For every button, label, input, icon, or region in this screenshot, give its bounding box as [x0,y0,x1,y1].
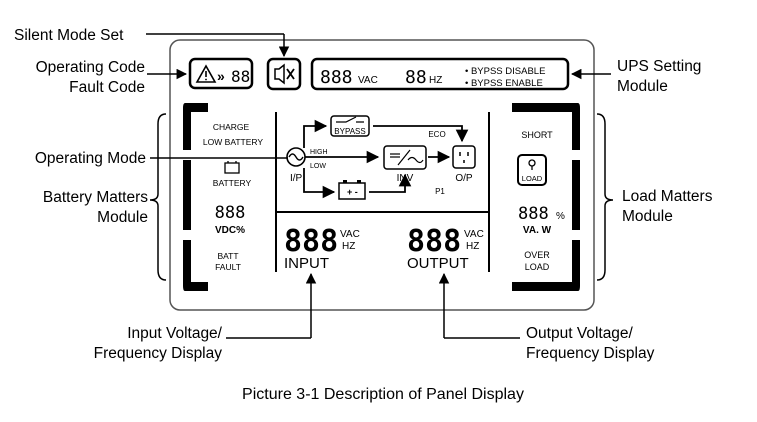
bypass-box-label: BYPASS [334,127,365,136]
output-socket-box [452,145,476,169]
top-frequency-unit: HZ [429,75,442,86]
load-digits: 888 [518,204,549,224]
load-module-brace [596,113,614,281]
input-display-callout-line2: Frequency Display [94,345,223,362]
operating-code-box: » 88 [188,57,254,90]
top-voltage-unit: VAC [358,75,378,86]
output-label: OUTPUT [407,255,469,272]
silent-mode-box [266,57,302,91]
inverter-icon [390,149,424,166]
svg-text:+ -: + - [347,187,358,197]
battery-icon [224,161,240,174]
double-chevron-icon: » [217,68,225,84]
input-vac-unit: VAC [340,229,360,240]
output-display-callout-line1: Output Voltage/ [526,325,634,342]
lcd-panel-frame [169,39,595,311]
battery-label: BATTERY [213,178,252,188]
bypass-switch-box [330,115,370,137]
eco-label: ECO [428,130,445,139]
load-bracket [512,103,580,291]
operating-mode-flow: BYPASS ECO HIGH LOW I/P INV O/P P1 [286,115,476,200]
speaker-mute-icon [274,63,295,85]
operating-code-callout: Operating Code [36,59,145,76]
short-label: SHORT [521,130,553,140]
ac-input-icon [286,147,306,167]
p1-label: P1 [435,187,445,196]
operating-mode-callout: Operating Mode [35,150,146,167]
warning-triangle-icon [195,64,217,83]
load-percent-unit: % [556,211,565,222]
input-port-label: I/P [290,173,303,184]
inverter-box [383,145,427,170]
fault-code-callout: Fault Code [69,79,145,96]
silent-mode-set-callout: Silent Mode Set [14,27,124,44]
ups-setting-callout-line1: UPS Setting [617,58,701,75]
batt-fault-line1: BATT [217,251,238,261]
output-display-callout-line2: Frequency Display [526,345,655,362]
output-socket-icon [459,152,469,163]
battery-module-callout-line1: Battery Matters [43,189,148,206]
bypass-enable-label: • BYPSS ENABLE [465,78,543,89]
output-vac-unit: VAC [464,229,484,240]
output-hz-unit: HZ [466,241,479,252]
load-module-callout-line2: Module [622,208,673,225]
ups-setting-box: 888 VAC 88 HZ • BYPSS DISABLE • BYPSS EN… [310,57,570,91]
load-icon-label: LOAD [522,174,543,183]
over-label: OVER [524,250,550,260]
flow-battery-icon: + - [338,180,366,200]
battery-digits: 888 [215,203,246,223]
top-frequency-digits: 88 [405,67,427,88]
overload-label: LOAD [525,262,550,272]
input-display-callout-line1: Input Voltage/ [127,325,222,342]
callout-lines [146,33,611,339]
high-label: HIGH [310,149,328,156]
output-digits: 888 [407,224,461,259]
ups-setting-callout-line2: Module [617,78,668,95]
low-label: LOW [310,163,326,170]
battery-module-callout-line2: Module [97,209,148,226]
batt-fault-line2: FAULT [215,262,241,272]
input-digits: 888 [284,224,338,259]
load-icon [517,154,547,186]
load-module-callout-line1: Load Matters [622,188,713,205]
output-port-label: O/P [455,173,473,184]
va-w-label: VA. W [523,225,552,236]
bypass-disable-label: • BYPSS DISABLE [465,66,545,77]
charge-label: CHARGE [213,122,250,132]
battery-module-brace [149,113,167,281]
vdc-percent-label: VDC% [215,225,245,236]
top-voltage-digits: 888 [320,67,353,88]
low-battery-label: LOW BATTERY [203,137,263,147]
input-label: INPUT [284,255,329,272]
input-hz-unit: HZ [342,241,355,252]
operating-code-digits: 88 [231,67,250,86]
figure-caption: Picture 3-1 Description of Panel Display [242,386,524,403]
battery-bracket [183,103,208,291]
